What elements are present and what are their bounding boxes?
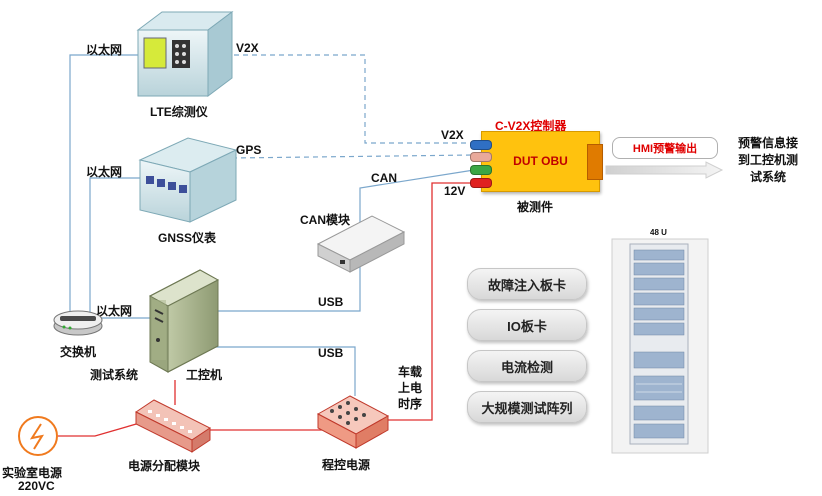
usb-line-can bbox=[215, 265, 361, 312]
v2x-connector bbox=[470, 140, 492, 150]
module-io-card: IO板卡 bbox=[467, 309, 587, 341]
industrial-pc-device bbox=[148, 269, 220, 373]
module-test-array: 大规模测试阵列 bbox=[467, 391, 587, 423]
pdu-label: 电源分配模块 bbox=[128, 459, 201, 473]
switch-label: 交换机 bbox=[60, 345, 97, 359]
lab-power-icon bbox=[18, 416, 58, 456]
v2x-port-label: V2X bbox=[441, 128, 464, 142]
usb-label-can: USB bbox=[318, 295, 344, 309]
power-sequence-label: 车载 上电 时序 bbox=[397, 365, 422, 411]
psu-label: 程控电源 bbox=[322, 458, 371, 472]
eth-label-lte: 以太网 bbox=[86, 43, 123, 57]
lte-tester-label: LTE综测仪 bbox=[150, 105, 208, 119]
can-module-label: CAN模块 bbox=[300, 213, 350, 227]
dut-obu-label: DUT OBU bbox=[513, 154, 568, 168]
programmable-psu-device bbox=[316, 395, 390, 449]
gnss-instrument-device bbox=[138, 137, 238, 223]
power-12v-label: 12V bbox=[444, 184, 466, 198]
test-rack-device bbox=[611, 238, 709, 454]
eth-label-gnss: 以太网 bbox=[86, 165, 123, 179]
gps-line bbox=[231, 154, 475, 159]
usb-line-psu bbox=[215, 346, 356, 396]
dut-caption: 被测件 bbox=[517, 200, 554, 214]
output-arrow bbox=[605, 161, 724, 179]
hmi-output-label: HMI预警输出 bbox=[612, 137, 718, 159]
eth-line-gnss bbox=[89, 177, 140, 312]
power-connector bbox=[470, 178, 492, 188]
eth-line-lte bbox=[69, 54, 138, 312]
warning-output-text: 预警信息接到工控机测试系统 bbox=[737, 136, 798, 184]
v2x-line bbox=[225, 54, 474, 144]
can-link-label: CAN bbox=[371, 171, 397, 185]
controller-title: C-V2X控制器 bbox=[495, 119, 567, 133]
rack-label: 48 U bbox=[650, 228, 667, 237]
gps-link-label: GPS bbox=[236, 143, 262, 157]
eth-label-ipc: 以太网 bbox=[96, 304, 133, 318]
dut-obu-box: DUT OBU bbox=[481, 131, 600, 192]
lab-power-label: 实验室电源 bbox=[2, 466, 63, 480]
lte-tester-device bbox=[136, 11, 234, 97]
can-module-device bbox=[316, 215, 406, 273]
connection-lines bbox=[69, 54, 475, 396]
usb-label-psu: USB bbox=[318, 346, 344, 360]
module-fault-injection: 故障注入板卡 bbox=[467, 268, 587, 300]
network-switch-device bbox=[53, 310, 103, 336]
module-current-detect: 电流检测 bbox=[467, 350, 587, 382]
can-connector bbox=[470, 165, 492, 175]
test-system-label: 测试系统 bbox=[90, 368, 139, 382]
psu-to-dut-line bbox=[385, 182, 474, 421]
pdu-device bbox=[135, 399, 211, 453]
gps-connector bbox=[470, 152, 492, 162]
power-lines bbox=[58, 182, 474, 437]
lab-voltage-label: 220VC bbox=[18, 479, 55, 493]
v2x-link-label: V2X bbox=[236, 41, 259, 55]
ipc-label: 工控机 bbox=[186, 368, 223, 382]
dut-side-port bbox=[587, 144, 603, 180]
lab-power-line bbox=[58, 419, 151, 437]
gnss-label: GNSS仪表 bbox=[158, 231, 217, 245]
